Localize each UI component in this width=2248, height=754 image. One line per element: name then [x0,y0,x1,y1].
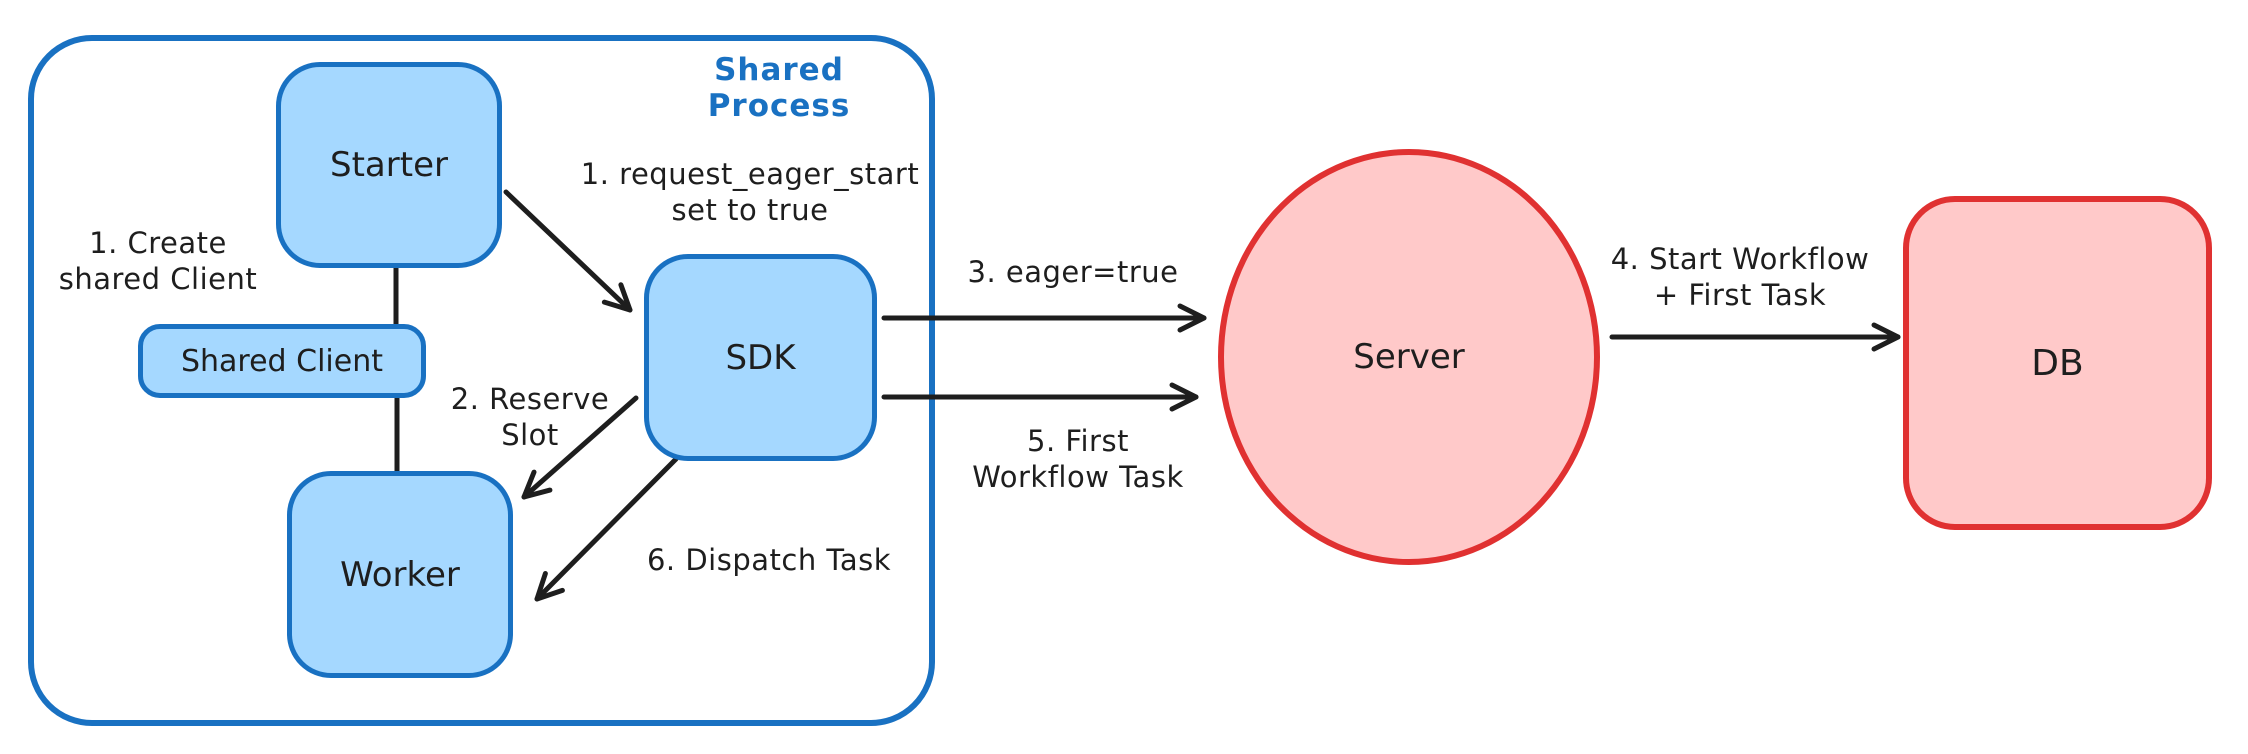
shared-client-label: Shared Client [180,343,383,379]
annotation-dispatch-task: 6. Dispatch Task [646,542,892,577]
worker-label: Worker [340,554,460,595]
starter-label: Starter [330,145,448,185]
db-label: DB [2031,342,2084,384]
annotation-eager-true: 3. eager=true [967,254,1179,289]
annotation-first-workflow-task: 5. First Workflow Task [972,423,1184,494]
annotation-start-workflow-first-task: 4. Start Workflow + First Task [1610,241,1870,312]
sdk-node: SDK [644,254,877,461]
server-node: Server [1218,149,1600,565]
shared-client-node: Shared Client [138,324,426,398]
annotation-request-eager-start: 1. request_eager_start set to true [580,156,920,227]
annotation-reserve-slot: 2. Reserve Slot [450,381,610,452]
server-label: Server [1353,337,1465,377]
annotation-create-shared-client: 1. Create shared Client [58,225,258,296]
sdk-label: SDK [725,337,796,378]
shared-process-label: Shared Process [707,52,851,124]
db-node: DB [1903,196,2212,530]
starter-node: Starter [276,62,502,268]
worker-node: Worker [287,471,513,678]
shared-process-container [28,35,935,726]
